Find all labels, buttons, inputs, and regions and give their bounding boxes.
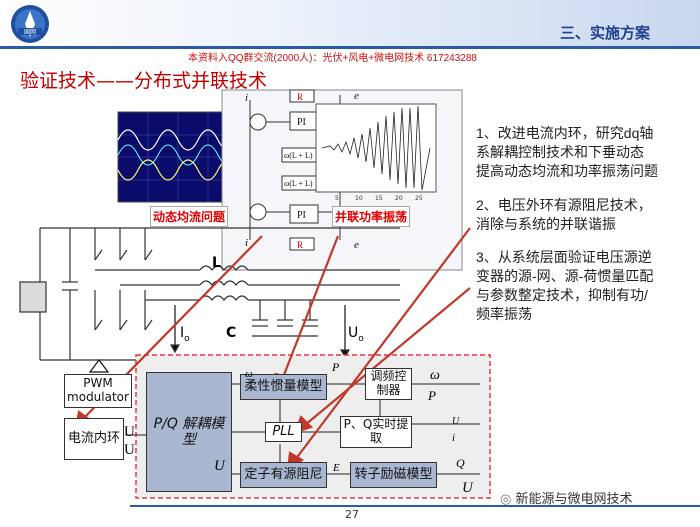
logo-text: 国网 — [24, 29, 36, 36]
us-label: U — [462, 480, 473, 496]
label-io-top: i — [245, 92, 248, 104]
label-io-bottom: i — [245, 237, 248, 249]
pi-block-top: PI — [297, 117, 306, 128]
page-number: 27 — [345, 508, 359, 521]
frequency-controller-block: 调频控制器 — [365, 368, 412, 400]
label-eq: e — [354, 239, 359, 251]
label-ed: e — [354, 90, 359, 102]
eff-label: E — [333, 462, 340, 474]
current-inner-loop-block: 电流内环 — [64, 418, 124, 460]
point-3: 3、从系统层面验证电压源逆 变器的源-网、源-荷惯量匹配 与参数整定技术，抑制有… — [476, 249, 654, 322]
rf-block-top: R — [297, 92, 303, 102]
current-io-label: Io — [180, 325, 190, 344]
pi-block-bottom: PI — [297, 210, 306, 221]
header-band — [0, 0, 700, 46]
capacitor-label: C — [226, 325, 237, 341]
header-rule — [0, 46, 700, 49]
iabc-label: i — [452, 432, 456, 444]
pwm-modulator-block: PWM modulator — [64, 374, 132, 408]
wechat-icon: ◎ — [500, 492, 512, 507]
svg-text:25: 25 — [415, 195, 423, 202]
pll-block: PLL — [265, 422, 302, 442]
callout-current-sharing: 动态均流问题 — [150, 206, 229, 227]
rotor-excitation-block: 转子励磁模型 — [350, 462, 437, 488]
section-title: 三、实施方案 — [560, 24, 651, 42]
pq-decoupling-block: P/Q 解耦模型 — [146, 372, 232, 492]
rf-block-bottom: R — [297, 240, 303, 250]
decoupling-bottom: ω(L + L) — [284, 179, 313, 188]
omega-e-label: ω — [245, 368, 253, 380]
decoupling-top: ω(L + L) — [284, 151, 313, 160]
svg-text:10: 10 — [355, 195, 363, 202]
callout-power-oscillation: 并联功率振荡 — [332, 206, 411, 227]
ud-label: U — [124, 424, 135, 440]
wechat-watermark: ◎ 新能源与微电网技术 — [500, 492, 633, 507]
logo-icon: 国网 — [2, 2, 58, 46]
point-1: 1、改进电流内环，研究dq轴 系解耦控制技术和下垂动态 提高动态均流和功率振荡问… — [476, 125, 658, 179]
flexible-inertia-block: 柔性惯量模型 — [240, 374, 327, 400]
stator-damping-block: 定子有源阻尼 — [240, 462, 327, 488]
footer-rule — [130, 505, 700, 507]
svg-text:20: 20 — [395, 195, 403, 202]
uabc-label: U — [452, 416, 460, 427]
pq-extraction-block: P、Q实时提取 — [340, 416, 412, 448]
oscillation-plot: 5 10 15 20 25 — [315, 103, 437, 202]
qavc-label: Q — [456, 456, 465, 470]
qq-banner: 本资料入QQ群交流(2000人)：光伏+风电+微电网技术 617243288 — [188, 53, 477, 64]
pavc-label: P — [428, 388, 436, 403]
svg-text:5: 5 — [335, 195, 339, 202]
uq-label: U — [124, 442, 135, 458]
omega-s-label: ω — [430, 368, 440, 383]
uo-label: U — [214, 458, 225, 474]
control-loop-labels: i i e e PI PI R R ω(L + L) ω(L + L) — [245, 90, 359, 251]
svg-text:15: 15 — [375, 195, 383, 202]
point-2: 2、电压外环有源阻尼技术， 消除与系统的并联谐振 — [476, 197, 652, 232]
inductor-label: L — [212, 255, 221, 271]
slide-title: 验证技术——分布式并联技术 — [20, 70, 268, 92]
voltage-uo-label: Uo — [348, 325, 364, 344]
pe-label: P — [332, 360, 340, 374]
scope-waveform — [117, 111, 239, 203]
